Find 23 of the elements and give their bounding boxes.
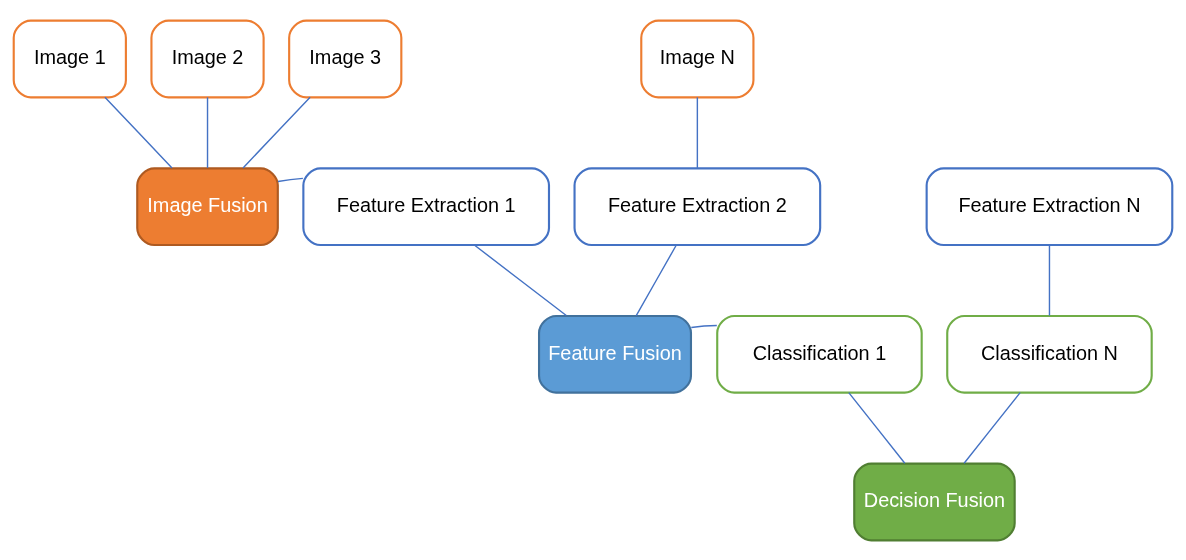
node-box: Decision Fusion bbox=[853, 462, 1016, 541]
connector bbox=[277, 177, 304, 182]
connector bbox=[104, 96, 173, 169]
node-box: Feature Extraction N bbox=[925, 166, 1174, 246]
connector bbox=[635, 243, 678, 316]
node-box: Feature Fusion bbox=[538, 314, 693, 394]
connector bbox=[848, 391, 906, 464]
connector bbox=[1048, 243, 1051, 316]
connector bbox=[242, 96, 311, 169]
connector bbox=[206, 96, 209, 169]
node-box: Image 2 bbox=[150, 19, 265, 98]
node-box: Image 3 bbox=[288, 19, 403, 98]
node-box: Image 1 bbox=[12, 19, 127, 98]
node-box: Image Fusion bbox=[136, 166, 279, 246]
connector bbox=[963, 391, 1021, 464]
node-box: Feature Extraction 2 bbox=[573, 166, 822, 246]
node-box: Feature Extraction 1 bbox=[302, 166, 551, 246]
connector bbox=[473, 243, 567, 316]
node-box: Classification 1 bbox=[716, 314, 923, 394]
connector bbox=[690, 324, 718, 328]
connector bbox=[696, 96, 699, 169]
node-box: Image N bbox=[640, 19, 755, 98]
node-box: Classification N bbox=[946, 314, 1153, 394]
